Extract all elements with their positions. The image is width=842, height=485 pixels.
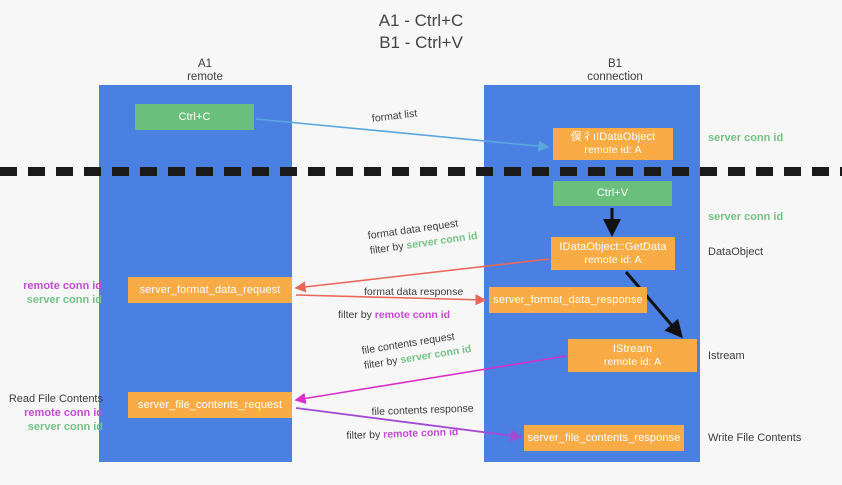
node-idataobject-line1: 俣彳ıIDataObject [570,131,656,143]
edge-label-format-list-text: format list [371,107,418,125]
filter-prefix: filter by [346,428,384,442]
node-server-file-contents-response[interactable]: server_file_contents_response [524,425,684,451]
lane-header-b1: B1 connection [540,58,690,84]
node-istream[interactable]: IStream remote id: A [568,339,697,372]
annotation-read-file-contents-group: Read File Contents remote conn id server… [4,392,103,434]
filter-prefix: filter by [338,309,375,321]
node-getdata-line2: remote id: A [584,253,642,266]
edge-label-format-data-response: format data response filter by remote co… [338,285,463,323]
annotation-server-conn-id-1: server conn id [26,294,102,306]
node-ctrl-c[interactable]: Ctrl+C [135,104,254,130]
annotation-remote-conn-id-2: remote conn id [24,407,103,419]
edge-label-format-data-request: format data request filter by server con… [367,214,479,259]
annotation-istream-text: Istream [708,350,745,362]
lane-header-b1-name: B1 [607,58,623,70]
node-server-file-contents-response-label: server_file_contents_response [527,431,681,444]
node-idataobject[interactable]: 俣彳ıIDataObject remote id: A [553,128,673,160]
edge-label-format-list: format list [371,107,418,127]
filter-value-remote-conn-id: remote conn id [374,309,451,321]
node-ctrl-v[interactable]: Ctrl+V [553,181,672,206]
annotation-server-conn-id-top: server conn id [708,131,783,145]
node-server-format-data-request-label: server_format_data_request [139,283,281,296]
page-title: A1 - Ctrl+C B1 - Ctrl+V [378,11,464,52]
node-server-format-data-request[interactable]: server_format_data_request [128,277,292,303]
phase-divider [0,167,842,176]
annotation-server-conn-id-top-text: server conn id [708,132,784,144]
edge-label-format-data-response-filter: filter by remote conn id [338,308,463,323]
node-server-format-data-response[interactable]: server_format_data_response [489,287,647,313]
annotation-dataobject-text: DataObject [708,246,764,258]
annotation-server-conn-id-mid: server conn id [708,210,783,224]
edge-label-file-contents-response-text: file contents response [371,402,474,419]
node-server-file-contents-request[interactable]: server_file_contents_request [128,392,292,418]
lane-header-a1: A1 remote [130,58,280,84]
edge-label-file-contents-response-filter: filter by remote conn id [346,425,475,444]
node-idataobject-line2: remote id: A [584,144,642,156]
annotation-server-conn-id-2: server conn id [27,421,103,433]
node-idataobject-getdata[interactable]: IDataObject::GetData remote id: A [551,237,675,270]
lane-header-a1-name: A1 [197,58,213,70]
lane-header-b1-sub: connection [587,71,643,83]
node-istream-line1: IStream [612,342,653,355]
node-istream-line2: remote id: A [603,355,662,368]
annotation-write-file-contents: Write File Contents [708,431,801,445]
filter-prefix: filter by [369,239,408,257]
node-getdata-line1: IDataObject::GetData [559,240,667,253]
lane-header-a1-sub: remote [187,71,223,83]
annotation-conn-ids-format: remote conn id server conn id [10,279,102,307]
edge-label-file-contents-response: file contents response filter by remote … [345,402,474,444]
annotation-read-file-contents: Read File Contents [8,393,103,405]
annotation-dataobject: DataObject [708,245,763,259]
edge-label-format-data-response-text: format data response [364,286,464,298]
annotation-write-file-contents-text: Write File Contents [708,432,802,444]
node-ctrl-c-label: Ctrl+C [178,110,211,123]
node-ctrl-v-label: Ctrl+V [596,187,629,199]
filter-value-remote-conn-id: remote conn id [382,426,459,441]
annotation-server-conn-id-mid-text: server conn id [708,211,784,223]
node-server-format-data-response-label: server_format_data_response [493,293,643,306]
annotation-istream: Istream [708,349,745,363]
node-server-file-contents-request-label: server_file_contents_request [137,398,283,411]
annotation-remote-conn-id-1: remote conn id [23,280,102,292]
edge-label-file-contents-request: file contents request filter by server c… [361,327,473,374]
